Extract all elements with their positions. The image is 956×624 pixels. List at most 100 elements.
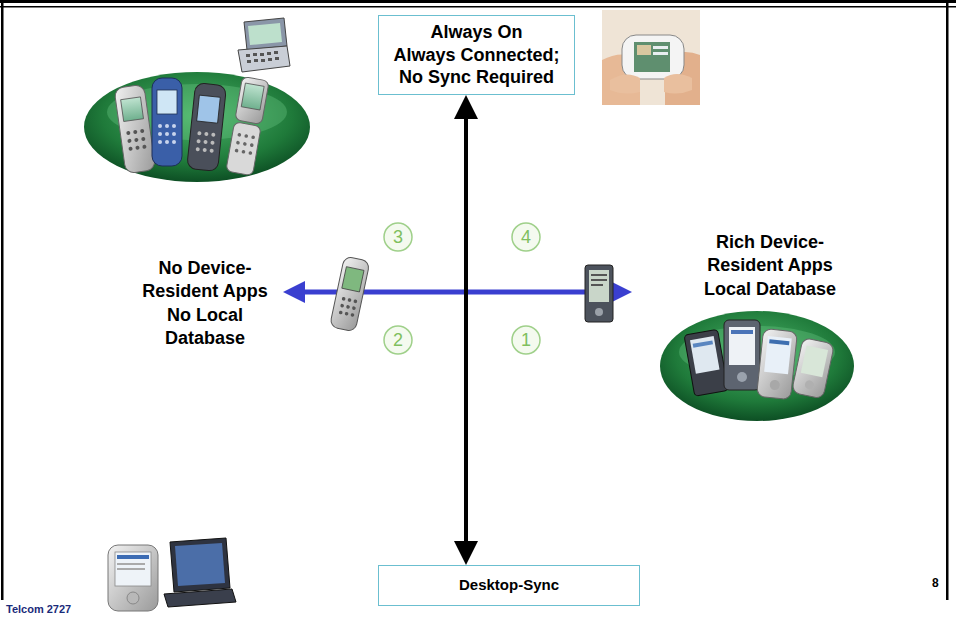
phone-group-part-part-part <box>165 140 169 144</box>
pager-device-part-part <box>246 54 250 57</box>
handheld-photo-part <box>610 74 640 93</box>
phone-group-part-part-part <box>141 137 146 142</box>
phone-on-axis <box>330 256 370 332</box>
phone-on-axis-part-part-part <box>352 306 356 310</box>
pda-group-part-part <box>724 320 760 390</box>
green-platform-right <box>660 311 854 421</box>
pda-on-axis <box>585 265 613 322</box>
callout-number: 3 <box>384 223 412 251</box>
phone-group-part-part-part <box>126 131 131 136</box>
pda-group-part-part <box>804 379 815 390</box>
phone-on-axis-part-part-part <box>350 313 354 317</box>
box-text: Always On Always Connected; No Sync Requ… <box>393 21 559 89</box>
phone-group-part-part-part <box>158 140 162 144</box>
handheld-photo-part <box>637 45 651 55</box>
phone-group-part-part <box>121 97 144 122</box>
phone-group-part <box>226 76 269 175</box>
pager-device-part-part <box>247 60 251 63</box>
pda-on-axis-part <box>591 284 603 286</box>
phone-group-part-part-part <box>211 133 215 137</box>
quadrant-circles <box>384 223 540 354</box>
phone-group-part-part-part <box>172 140 176 144</box>
pager-device-part-part <box>253 53 257 56</box>
pda-group-part-part <box>757 329 798 400</box>
phone-on-axis-part-part-part <box>346 305 350 309</box>
phone-group-part-part-part <box>236 141 240 145</box>
pda-group-part-part <box>792 337 835 398</box>
pda-group-part-part <box>731 330 753 334</box>
pda-group-part-part <box>693 340 713 347</box>
pda-on-axis-part <box>585 265 613 322</box>
phone-group-part-part <box>197 95 221 123</box>
quadrant-axis-box: Always On Always Connected; No Sync Requ… <box>378 15 575 95</box>
handheld-photo-part <box>664 74 692 94</box>
phone-group-part-part-part <box>165 124 169 128</box>
blue-axis-arrow-part <box>283 281 305 303</box>
pager-device <box>238 18 290 72</box>
phone-group-part-part <box>241 83 264 110</box>
handheld-photo-part <box>634 42 670 72</box>
axis-label: Rich Device-Resident Apps Local Database <box>690 231 850 301</box>
pda-on-axis-part <box>591 274 607 276</box>
phone-group-part-part-part <box>135 146 140 151</box>
handheld-photo <box>602 10 700 105</box>
laptop-part <box>175 543 225 586</box>
phone-group-part-part-part <box>165 132 169 136</box>
slide-frame-part <box>1 0 4 600</box>
phone-group-part-part-part <box>251 135 255 139</box>
ipaq-device-part <box>127 592 139 604</box>
ipaq-device <box>108 545 158 611</box>
page-number: 8 <box>932 576 939 590</box>
phone-group-part <box>187 83 227 172</box>
pda-group-part-part <box>729 327 755 365</box>
slide-frame-part <box>0 0 956 3</box>
phone-on-axis-part-part-part <box>339 310 343 314</box>
phone-group-part-part-part <box>172 124 176 128</box>
axis-arrow <box>454 95 478 565</box>
phone-group-part-part <box>114 84 156 173</box>
quadrant-axis-box: Desktop-Sync <box>378 565 640 606</box>
pager-device-part <box>244 18 287 50</box>
phone-group-part-part-part <box>234 148 238 152</box>
pda-group-part-part <box>764 336 792 374</box>
phone-on-axis-part-part-part <box>347 298 351 302</box>
quadrant-circles-part <box>512 326 540 354</box>
phone-group-part-part <box>235 76 269 124</box>
pager-device-part-part <box>261 59 265 62</box>
pda-on-axis-part <box>591 279 607 281</box>
phone-group-part-part-part <box>140 129 145 134</box>
phone-group-part-part <box>234 133 255 155</box>
pager-device-part-part <box>268 58 272 61</box>
pager-device-part-part <box>267 52 271 55</box>
phone-group-part-part-part <box>248 151 252 155</box>
slide-frame-part <box>0 6 956 8</box>
slide-frame-part <box>946 0 949 600</box>
pda-group-part <box>792 337 835 398</box>
phone-group-part-part-part <box>197 131 201 135</box>
handheld-photo-part <box>653 46 668 49</box>
box-text: Desktop-Sync <box>459 576 559 595</box>
phone-group-part-part <box>152 78 182 166</box>
handheld-photo-part <box>653 52 668 55</box>
phone-group-part-part-part <box>210 141 214 145</box>
callout-number: 2 <box>384 326 412 354</box>
quadrant-circles-part <box>512 223 540 251</box>
phone-on-axis-part-part-part <box>340 304 344 308</box>
laptop-part <box>170 538 230 592</box>
phone-group-part-part-part <box>133 130 138 135</box>
pda-group <box>684 320 834 400</box>
phone-group-part-part <box>126 129 147 151</box>
phone-on-axis-part-part <box>339 297 358 317</box>
pda-on-axis-part <box>589 270 609 302</box>
pda-group-part-part <box>737 372 747 382</box>
phone-on-axis-part <box>330 256 370 332</box>
ipaq-device-part <box>117 563 145 565</box>
phone-group-part-part-part <box>196 147 200 151</box>
laptop <box>164 538 236 607</box>
pda-on-axis-part <box>595 308 603 316</box>
ipaq-device-part <box>108 545 158 611</box>
pda-group-part-part <box>684 329 728 396</box>
phone-group-part-part-part <box>243 142 247 146</box>
phone-group-part-part-part <box>196 139 200 143</box>
phone-on-axis-part-part <box>342 267 364 292</box>
